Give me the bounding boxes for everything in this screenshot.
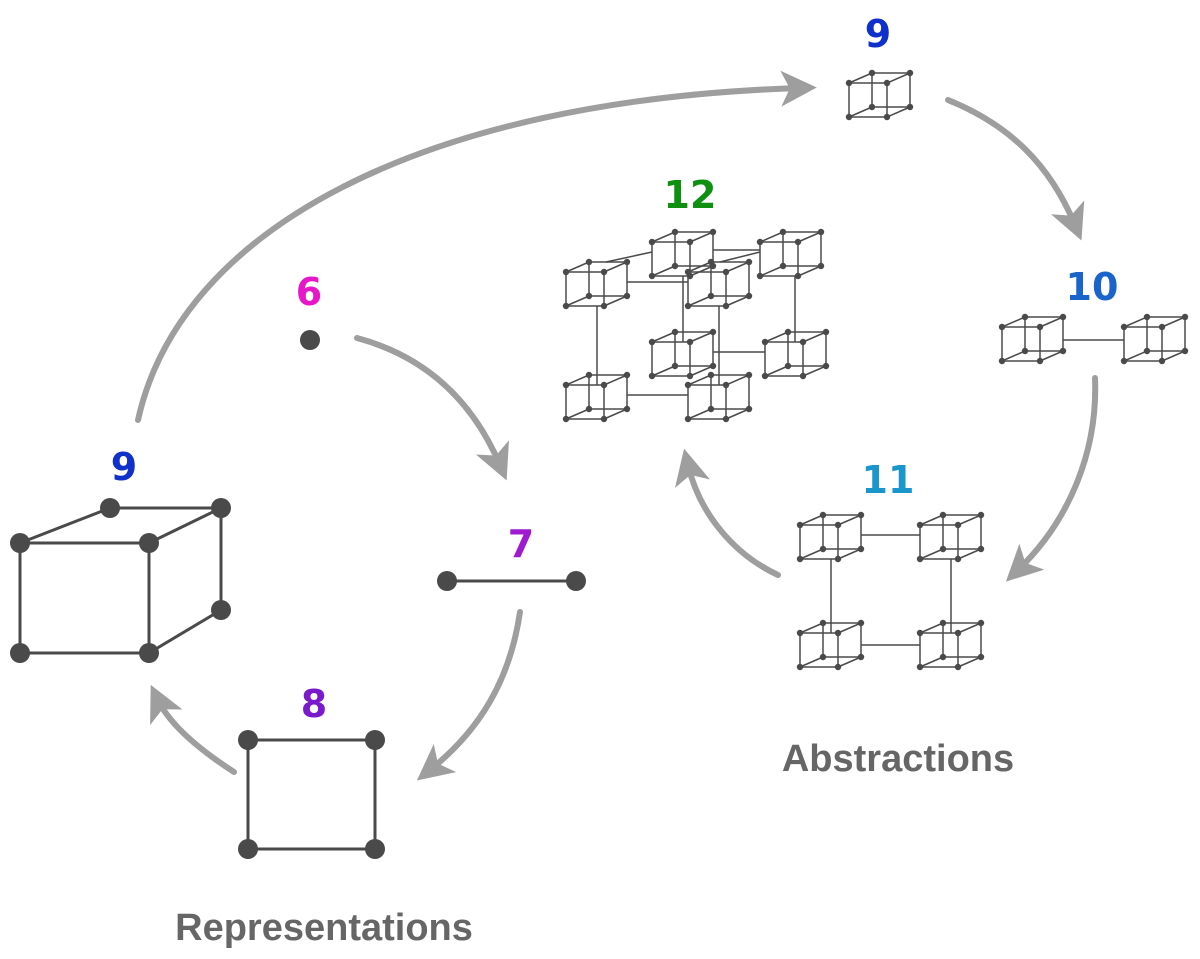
square-shape xyxy=(238,730,385,859)
hexeract-shape-12 xyxy=(562,228,830,423)
label-9-representation: 9 xyxy=(111,445,137,489)
small-cube-9 xyxy=(845,69,914,121)
label-12: 12 xyxy=(664,173,717,217)
label-7: 7 xyxy=(508,522,534,566)
label-8: 8 xyxy=(301,682,327,726)
large-cube-shape xyxy=(10,498,231,663)
arrow-9-to-9-abstraction xyxy=(135,70,817,423)
caption-abstractions: Abstractions xyxy=(782,738,1014,780)
point-shape xyxy=(300,330,320,350)
arrows xyxy=(135,70,1099,781)
arrow-10-to-11 xyxy=(1005,375,1099,582)
label-9-abstraction: 9 xyxy=(865,12,891,56)
label-10: 10 xyxy=(1066,265,1119,309)
arrow-8-to-9 xyxy=(150,684,237,775)
arrow-9-to-10 xyxy=(945,97,1085,241)
tesseract-shape-10 xyxy=(998,313,1189,365)
arrow-7-to-8 xyxy=(416,609,523,781)
line-segment-shape xyxy=(437,571,586,591)
penteract-shape-11 xyxy=(796,511,985,671)
label-6: 6 xyxy=(296,270,322,314)
arrow-6-to-7 xyxy=(354,335,509,481)
label-11: 11 xyxy=(862,458,915,502)
caption-representations: Representations xyxy=(175,907,473,949)
arrow-11-to-12 xyxy=(674,448,781,578)
